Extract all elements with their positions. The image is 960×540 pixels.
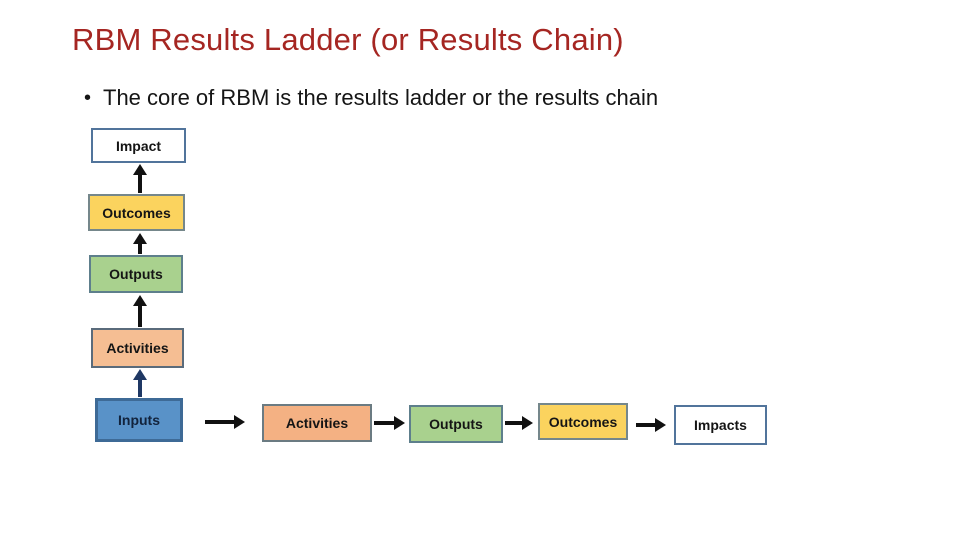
arrow-up-outputs-to-outcomes [132,233,148,254]
arrowhead-right-icon [522,416,533,430]
arrow-right-outputs-to-outcomes [505,415,533,431]
ladder-box-inputs: Inputs [95,398,183,442]
arrowhead-up-icon [133,369,147,380]
chain-box-activities-label: Activities [285,415,349,431]
arrowhead-right-icon [655,418,666,432]
bullet-marker: • [84,87,92,109]
arrow-shaft [374,421,396,425]
arrow-shaft [138,304,142,327]
ladder-box-outputs-label: Outputs [109,266,163,282]
ladder-box-impact-label: Impact [115,137,162,154]
ladder-box-outcomes-label: Outcomes [102,204,171,221]
chain-box-outputs: Outputs [409,405,503,443]
arrow-shaft [138,378,142,397]
arrow-right-activities-to-outputs [374,415,405,431]
chain-box-outcomes: Outcomes [538,403,628,440]
arrow-up-inputs-to-activities [132,369,148,397]
arrow-up-activities-to-outputs [132,295,148,327]
arrow-up-outcomes-to-impact [132,164,148,193]
arrow-right-inputs-to-activities [205,414,245,430]
arrow-shaft [636,423,657,427]
arrowhead-up-icon [133,233,147,244]
arrow-shaft [138,173,142,193]
arrowhead-up-icon [133,295,147,306]
arrowhead-right-icon [234,415,245,429]
chain-box-impacts-label: Impacts [694,417,747,433]
arrowhead-right-icon [394,416,405,430]
bullet-line: • The core of RBM is the results ladder … [84,84,658,112]
chain-box-outcomes-label: Outcomes [548,413,618,430]
ladder-box-activities: Activities [91,328,184,368]
arrowhead-up-icon [133,164,147,175]
ladder-box-impact: Impact [91,128,186,163]
chain-box-outputs-label: Outputs [429,416,483,432]
arrow-shaft [138,242,142,254]
chain-box-impacts: Impacts [674,405,767,445]
ladder-box-activities-label: Activities [106,340,169,356]
chain-box-activities: Activities [262,404,372,442]
ladder-box-outcomes: Outcomes [88,194,185,231]
arrow-right-outcomes-to-impacts [636,417,666,433]
arrow-shaft [205,420,236,424]
arrow-shaft [505,421,524,425]
ladder-box-inputs-label: Inputs [118,412,160,428]
bullet-text: The core of RBM is the results ladder or… [103,85,659,110]
slide-title: RBM Results Ladder (or Results Chain) [72,22,624,57]
ladder-box-outputs: Outputs [89,255,183,293]
